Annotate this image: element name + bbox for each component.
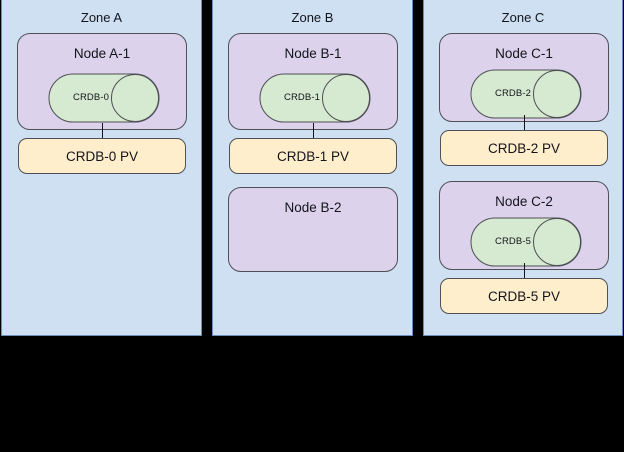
- database-cylinder-crdb-1[interactable]: CRDB-1: [259, 73, 371, 123]
- node-box-a-1[interactable]: Node A-1 CRDB-0: [17, 33, 187, 130]
- zone-title-c: Zone C: [501, 10, 545, 25]
- database-cylinder-crdb-5[interactable]: CRDB-5: [470, 217, 582, 267]
- pv-label-crdb-5: CRDB-5 PV: [487, 288, 560, 304]
- pv-box-crdb-0[interactable]: CRDB-0 PV: [18, 138, 186, 174]
- node-title-a-1: Node A-1: [73, 46, 131, 61]
- connector-node-b-1-to-pv: [313, 123, 314, 140]
- database-label-crdb-2: CRDB-2: [495, 88, 531, 99]
- pv-box-crdb-5[interactable]: CRDB-5 PV: [440, 278, 608, 314]
- node-box-c-1[interactable]: Node C-1 CRDB-2: [439, 33, 609, 122]
- node-title-c-1: Node C-1: [495, 46, 553, 61]
- database-cylinder-crdb-2[interactable]: CRDB-2: [470, 69, 582, 119]
- pv-box-crdb-2[interactable]: CRDB-2 PV: [440, 130, 608, 166]
- pv-label-crdb-2: CRDB-2 PV: [487, 140, 560, 156]
- zone-panel-b[interactable]: Zone B Node B-1 CRDB-1 CRDB-1 PV Node B-…: [212, 0, 413, 336]
- zone-title-b: Zone B: [291, 10, 334, 25]
- database-label-crdb-5: CRDB-5: [495, 236, 531, 247]
- database-label-crdb-0: CRDB-0: [73, 92, 109, 103]
- node-box-b-1[interactable]: Node B-1 CRDB-1: [228, 33, 398, 130]
- database-cylinder-crdb-0[interactable]: CRDB-0: [48, 73, 160, 123]
- pv-box-crdb-1[interactable]: CRDB-1 PV: [229, 138, 397, 174]
- pv-label-crdb-1: CRDB-1 PV: [276, 148, 349, 164]
- zone-panel-c[interactable]: Zone C Node C-1 CRDB-2 CRDB-2 PV Node C-…: [423, 0, 623, 336]
- node-title-b-1: Node B-1: [284, 46, 342, 61]
- node-title-c-2: Node C-2: [495, 194, 553, 209]
- database-label-crdb-1: CRDB-1: [284, 92, 320, 103]
- connector-node-a-1-to-pv: [102, 123, 103, 140]
- zone-title-a: Zone A: [80, 10, 123, 25]
- zone-panel-a[interactable]: Zone A Node A-1 CRDB-0 CRDB-0 PV: [1, 0, 202, 336]
- pv-label-crdb-0: CRDB-0 PV: [65, 148, 138, 164]
- connector-node-c-1-to-pv: [524, 115, 525, 132]
- node-box-c-2[interactable]: Node C-2 CRDB-5: [439, 181, 609, 270]
- node-box-b-2[interactable]: Node B-2: [228, 187, 398, 272]
- connector-node-c-2-to-pv: [524, 263, 525, 280]
- node-title-b-2: Node B-2: [284, 200, 342, 215]
